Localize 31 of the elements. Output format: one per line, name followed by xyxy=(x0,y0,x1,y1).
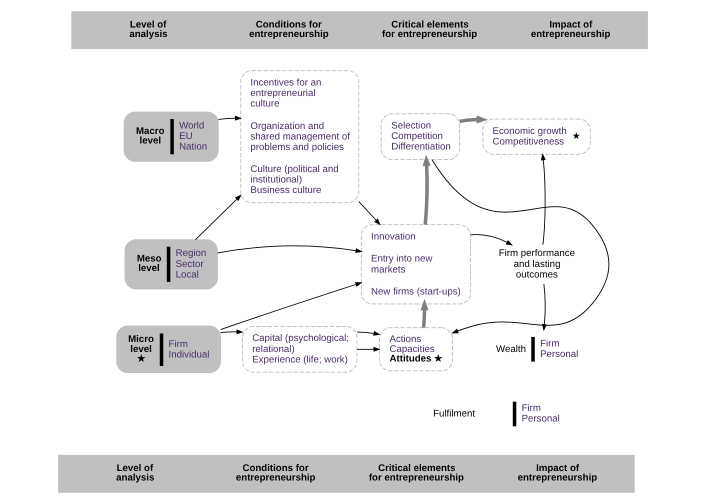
arrow xyxy=(542,284,546,332)
node-box: Capital (psychological; relational) Experience (life; work) xyxy=(242,326,357,373)
arrow xyxy=(420,298,428,328)
arrow xyxy=(431,159,609,334)
node-box: Micro level ★ Firm Individual xyxy=(116,326,220,374)
arrow xyxy=(422,154,430,225)
node-box: Meso level Region Sector Local xyxy=(124,239,218,290)
arrow xyxy=(540,153,546,246)
label: Firm Personal xyxy=(521,403,560,425)
node-text: Firm performance and lasting outcomes xyxy=(498,248,575,280)
arrow xyxy=(356,330,380,336)
arrow xyxy=(216,245,362,254)
node-box xyxy=(530,336,534,362)
arrow xyxy=(220,329,244,334)
node-label: Firm Personal xyxy=(540,338,578,360)
node-box: Selection Competition Differentiation xyxy=(380,113,460,160)
arrow xyxy=(217,116,242,121)
arrow xyxy=(356,346,380,352)
node-box: Macro level World EU Nation xyxy=(123,112,218,162)
node-box: Actions Capacities Attitudes ★ xyxy=(378,327,452,372)
node-box: Level of analysis Conditions for entrepreneurship Critical elements for entrepreneurship Impact of entrepreneurship xyxy=(70,11,648,50)
arrow xyxy=(458,115,488,124)
node-box: Incentives for an entrepreneurial culture Organization and shared management of problems and policies Culture (political and institutional) Business culture xyxy=(240,70,359,204)
arrow xyxy=(358,201,380,226)
node-label: Wealth xyxy=(496,344,526,355)
label: Fulfilment xyxy=(432,408,475,420)
node-box: Level of analysis Conditions for entrepreneurship Critical elements for entrepreneurship Impact of entrepreneurship xyxy=(58,454,634,493)
arrow xyxy=(470,234,512,246)
node-box: Innovation Entry into new markets New firms (start-ups) xyxy=(360,224,470,304)
arrow xyxy=(194,194,242,240)
arrow xyxy=(220,282,362,330)
